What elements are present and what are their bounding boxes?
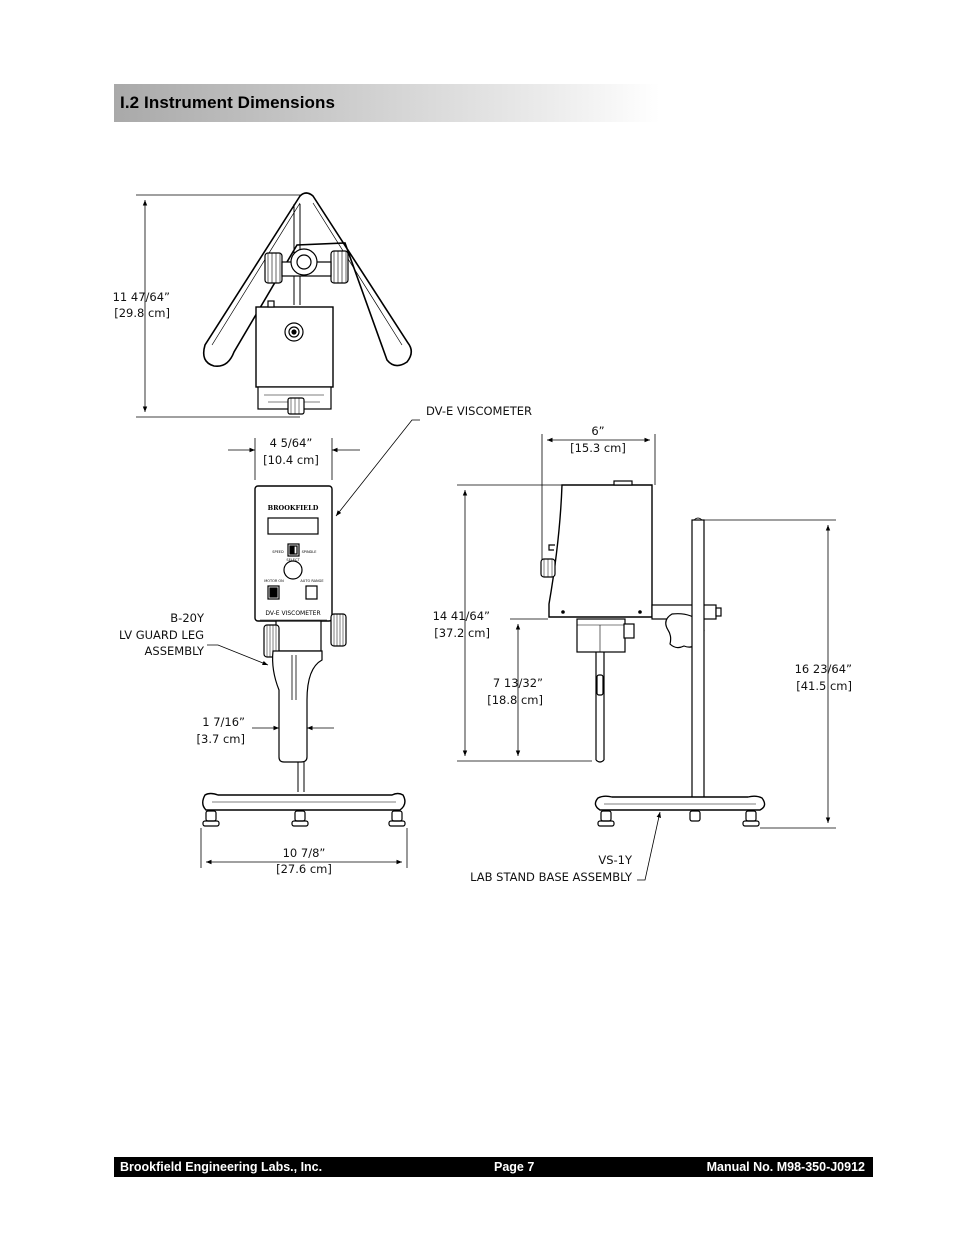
label-base-width-cm: [27.6 cm] [276, 862, 332, 876]
dimension-leg-width [252, 705, 334, 735]
panel-brand: BROOKFIELD [268, 504, 319, 512]
panel-speed: SPEED [272, 550, 284, 554]
front-view [202, 438, 406, 827]
section-header-bar: I.2 Instrument Dimensions [114, 84, 660, 122]
dimension-top-height [136, 194, 300, 418]
footer-manual-number: Manual No. M98-350-J0912 [706, 1160, 865, 1174]
dimension-side-height [457, 484, 612, 762]
dimension-base-width [200, 828, 408, 868]
label-stand-line1: VS-1Y [598, 853, 633, 867]
label-leg-width-cm: [3.7 cm] [197, 732, 245, 746]
label-side-height-cm: [37.2 cm] [434, 626, 490, 640]
panel-model: DV-E VISCOMETER [265, 610, 320, 617]
label-spindle-height-in: 7 13/32” [493, 676, 543, 690]
dimension-stand-height [704, 519, 836, 829]
label-spindle-height-cm: [18.8 cm] [487, 693, 543, 707]
label-stand-height-in: 16 23/64” [795, 662, 852, 676]
label-top-height-in: 11 47/64” [113, 290, 170, 304]
label-base-width-in: 10 7/8” [283, 846, 326, 860]
label-side-height-in: 14 41/64” [433, 609, 490, 623]
label-guard-line2: LV GUARD LEG [119, 628, 204, 642]
label-front-width-in: 4 5/64” [270, 436, 313, 450]
label-leg-width-in: 1 7/16” [202, 715, 245, 729]
label-side-width-in: 6” [591, 424, 604, 438]
label-stand-line2: LAB STAND BASE ASSEMBLY [470, 870, 633, 884]
label-guard-line1: B-20Y [170, 611, 205, 625]
side-view [540, 480, 766, 827]
dimension-side-width [541, 434, 656, 560]
footer-page-number: Page 7 [494, 1160, 535, 1174]
label-top-height-cm: [29.8 cm] [114, 306, 170, 320]
label-guard-line3: ASSEMBLY [145, 644, 205, 658]
footer-company: Brookfield Engineering Labs., Inc. [120, 1160, 323, 1174]
panel-spindle: SPINDLE [302, 550, 317, 554]
label-front-width-cm: [10.4 cm] [263, 453, 319, 467]
panel-select: SELECT [286, 558, 300, 562]
page-footer: Brookfield Engineering Labs., Inc. Page … [114, 1157, 873, 1177]
label-side-width-cm: [15.3 cm] [570, 441, 626, 455]
panel-auto-range: AUTO RANGE [300, 579, 323, 583]
label-viscometer: DV-E VISCOMETER [426, 404, 532, 418]
section-title: I.2 Instrument Dimensions [120, 93, 336, 112]
dimension-spindle-height [510, 618, 548, 756]
panel-motor-on: MOTOR ON [264, 579, 284, 583]
top-view [202, 192, 413, 415]
label-stand-height-cm: [41.5 cm] [796, 679, 852, 693]
